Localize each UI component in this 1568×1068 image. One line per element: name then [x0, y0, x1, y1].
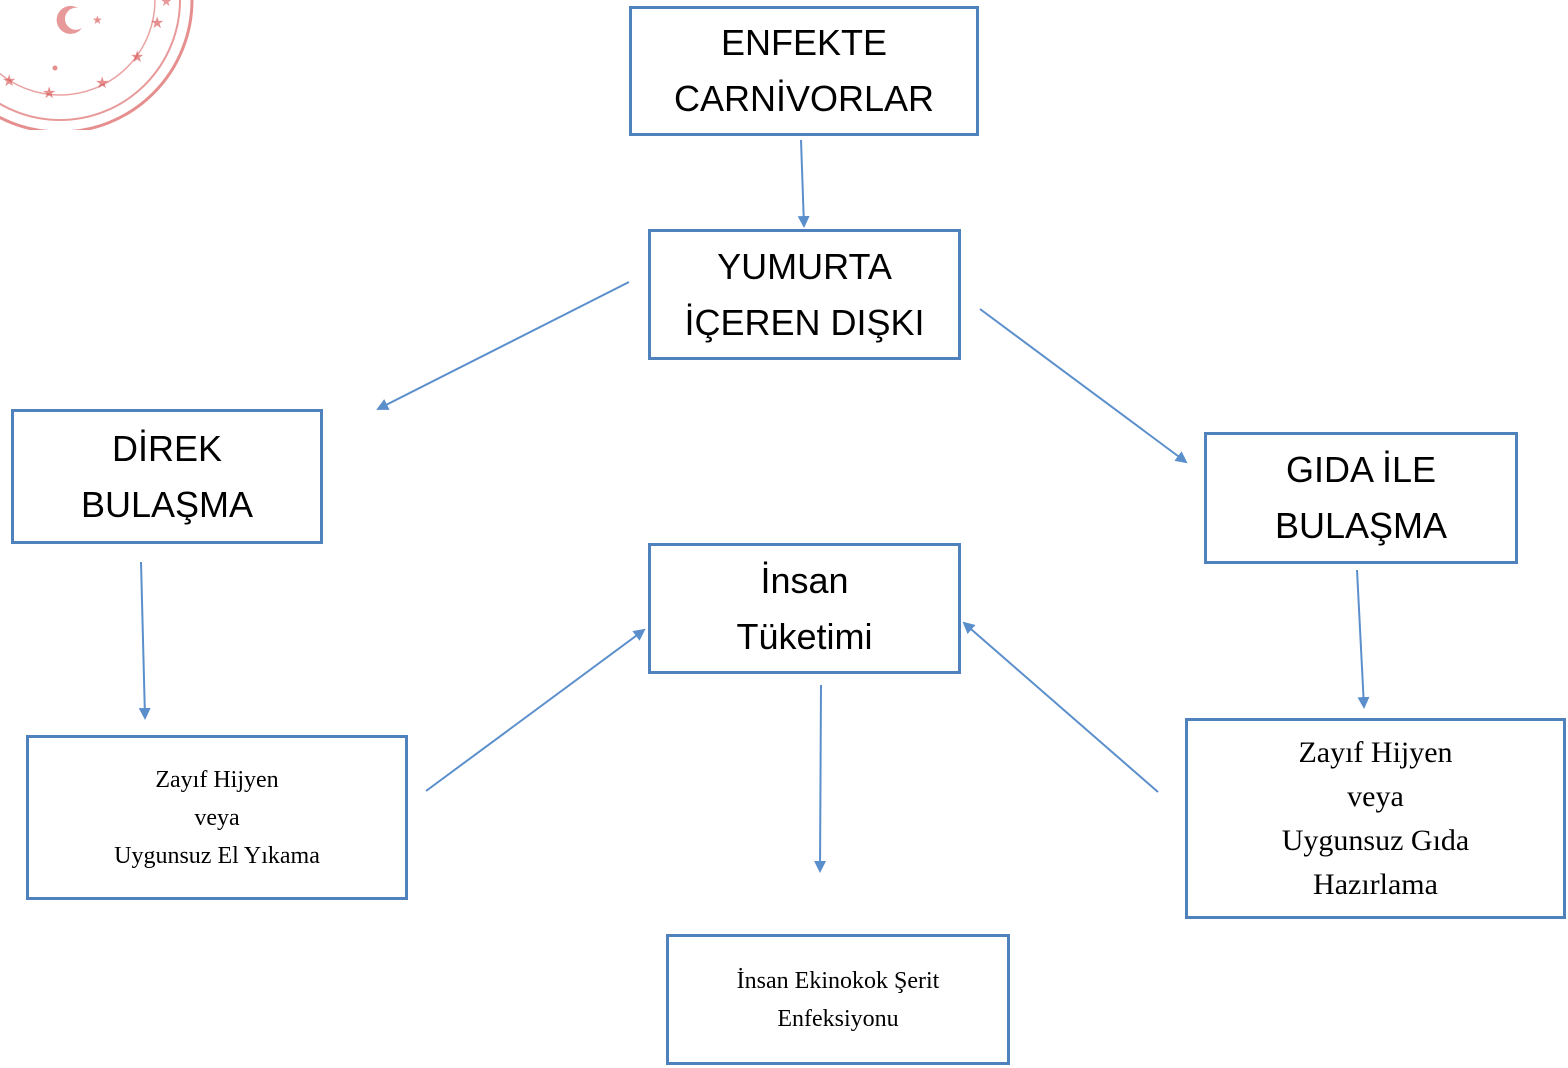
- node-yumurta-iceren-diski: YUMURTA İÇEREN DIŞKI: [648, 229, 961, 360]
- arrow-yumurta-to-gida: [979, 308, 1188, 464]
- node-insan-tuketimi: İnsan Tüketimi: [648, 543, 961, 674]
- node-zayif-el-line-1: Zayıf Hijyen: [155, 766, 279, 793]
- node-zayif-el-line-3: Uygunsuz El Yıkama: [114, 842, 320, 869]
- node-insan-line-2: Tüketimi: [736, 615, 873, 657]
- node-gida-line-1: GIDA İLE: [1285, 449, 1437, 490]
- node-zayif-hijyen-el-yikama: Zayıf Hijyen veya Uygunsuz El Yıkama: [26, 735, 408, 900]
- svg-text:★: ★: [42, 83, 56, 102]
- node-zayif-gida-line-2: veya: [1347, 779, 1404, 813]
- svg-text:★: ★: [130, 47, 144, 66]
- node-direk-line-1: DİREK: [111, 427, 223, 469]
- node-enfekte-line-2: CARNİVORLAR: [673, 78, 935, 119]
- svg-text:★: ★: [92, 13, 103, 27]
- node-direk-bulasma: DİREK BULAŞMA: [11, 409, 323, 544]
- node-gida-ile-bulasma: GIDA İLE BULAŞMA: [1204, 432, 1518, 564]
- node-zayif-gida-line-4: Hazırlama: [1313, 867, 1438, 901]
- node-insan-ekinokok-enfeksiyonu: İnsan Ekinokok Şerit Enfeksiyonu: [666, 934, 1010, 1065]
- arrow-zayif-gida-to-insan: [962, 621, 1159, 793]
- ministry-seal-logo: ★ ★ ★ ★ ★ ★ ★: [0, 0, 194, 130]
- svg-text:★: ★: [150, 13, 164, 32]
- node-ekinokok-line-1: İnsan Ekinokok Şerit: [736, 967, 940, 994]
- node-zayif-el-line-2: veya: [194, 804, 240, 831]
- node-yumurta-line-2: İÇEREN DIŞKI: [684, 301, 925, 343]
- svg-text:★: ★: [160, 0, 173, 10]
- node-zayif-gida-line-1: Zayıf Hijyen: [1298, 735, 1453, 769]
- svg-text:★: ★: [95, 73, 109, 92]
- node-direk-line-2: BULAŞMA: [80, 483, 254, 525]
- arrow-gida-to-zayif-gida: [1356, 569, 1370, 709]
- svg-text:★: ★: [2, 71, 16, 90]
- arrow-yumurta-to-direk: [376, 281, 630, 410]
- arrow-direk-to-zayif-el: [138, 561, 151, 720]
- node-gida-line-2: BULAŞMA: [1274, 505, 1448, 546]
- arrow-insan-to-ekinokok: [814, 684, 827, 873]
- node-yumurta-line-1: YUMURTA: [717, 245, 892, 287]
- arrow-zayif-el-to-insan: [425, 628, 646, 792]
- arrow-enfekte-to-yumurta: [797, 139, 810, 228]
- node-zayif-gida-line-3: Uygunsuz Gıda: [1281, 823, 1470, 857]
- node-enfekte-carnivorlar: ENFEKTE CARNİVORLAR: [629, 6, 979, 136]
- node-zayif-hijyen-gida-hazirlama: Zayıf Hijyen veya Uygunsuz Gıda Hazırlam…: [1185, 718, 1566, 919]
- node-ekinokok-line-2: Enfeksiyonu: [777, 1005, 899, 1032]
- node-insan-line-1: İnsan: [760, 559, 849, 601]
- node-enfekte-line-1: ENFEKTE: [720, 22, 888, 63]
